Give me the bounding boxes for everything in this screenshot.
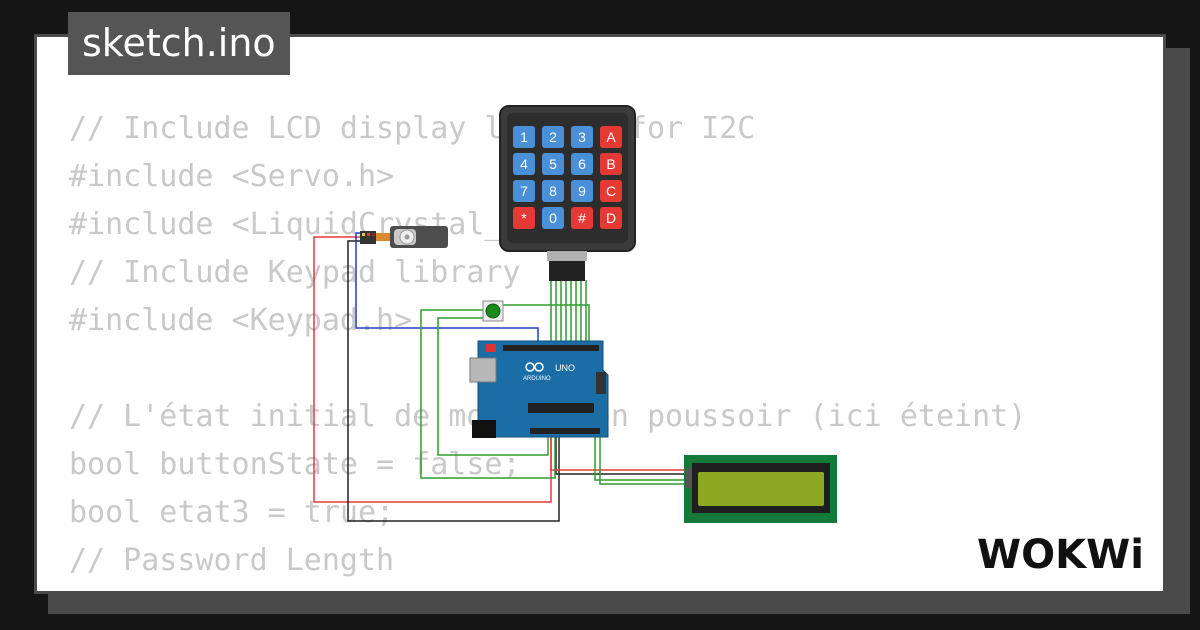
keypad-key-label: 0 [549, 210, 557, 226]
wire-green-button-c [502, 304, 590, 347]
wire-black-lcd [555, 437, 688, 475]
keypad-key-label: 6 [578, 156, 586, 172]
wire-blue-servo [355, 232, 539, 347]
button-cap [485, 303, 501, 319]
servo-motor[interactable] [360, 226, 448, 248]
code-line: #include <Keypad.h> [69, 303, 413, 338]
icsp-header [596, 372, 606, 394]
usb-port [469, 357, 497, 383]
keypad-key-label: 5 [549, 156, 557, 172]
keypad-key-9[interactable] [571, 180, 593, 202]
keypad-key-label: 8 [549, 183, 557, 199]
analog-header [530, 428, 600, 434]
wire-green-button-b [437, 317, 549, 456]
keypad-key-label: 3 [578, 129, 586, 145]
arduino-pcb [477, 340, 609, 438]
keypad-key-label: D [606, 210, 616, 226]
keypad-key-2[interactable] [542, 126, 564, 148]
keypad-header-pins [549, 261, 585, 281]
servo-connector [360, 231, 376, 244]
keypad-key-3[interactable] [571, 126, 593, 148]
keypad-key-label: 2 [549, 129, 557, 145]
keypad-key-A[interactable] [600, 126, 622, 148]
reset-button[interactable] [486, 344, 496, 352]
keypad-key-label: # [578, 210, 586, 226]
push-button[interactable] [482, 300, 504, 322]
keypad-key-label: B [606, 156, 615, 172]
keypad-key-D[interactable] [600, 207, 622, 229]
wires [313, 232, 688, 522]
wire-black-servo [347, 240, 560, 522]
code-line: bool etat3 = true; [69, 495, 395, 530]
arduino-uno-board[interactable]: UNO ARDUINO [469, 340, 609, 438]
keypad-key-5[interactable] [542, 153, 564, 175]
keypad-key-B[interactable] [600, 153, 622, 175]
keypad-key-4[interactable] [513, 153, 535, 175]
code-line: bool buttonState = false; [69, 447, 521, 482]
arduino-model-label: UNO [555, 363, 575, 373]
keypad-4x4[interactable]: 1 2 3 A 4 5 6 B 7 8 9 C * 0 # D [499, 105, 636, 281]
keypad-key-6[interactable] [571, 153, 593, 175]
code-line: #include <Servo.h> [69, 159, 395, 194]
wire-red-lcd [550, 437, 688, 471]
arduino-logo-icon [525, 362, 544, 372]
keypad-key-7[interactable] [513, 180, 535, 202]
wire-red-servo [313, 236, 552, 503]
wire-green-button-a [420, 309, 556, 479]
wire-green-lcd-scl [599, 437, 688, 485]
digital-header [503, 345, 599, 351]
keypad-key-label: * [521, 210, 527, 226]
keypad-keys: 1 2 3 A 4 5 6 B 7 8 9 C * 0 # D [513, 126, 622, 229]
arduino-brand-label: ARDUINO [523, 376, 551, 382]
keypad-key-8[interactable] [542, 180, 564, 202]
keypad-key-label: 1 [520, 129, 528, 145]
atmega-chip [528, 403, 594, 413]
keypad-connector-base [547, 251, 587, 261]
keypad-key-#[interactable] [571, 207, 593, 229]
keypad-key-label: 7 [520, 183, 528, 199]
lcd-i2c-pins [686, 468, 692, 488]
keypad-key-label: 9 [578, 183, 586, 199]
code-line: // Include Keypad library [69, 255, 521, 290]
keypad-key-label: 4 [520, 156, 528, 172]
lcd-display[interactable] [684, 455, 837, 523]
wokwi-logo: WOKWi [977, 532, 1144, 578]
keypad-key-label: A [606, 129, 616, 145]
wire-green-lcd-sda [594, 437, 688, 481]
servo-cable [376, 233, 390, 241]
keypad-key-label: C [606, 183, 616, 199]
code-line: // Password Length [69, 543, 395, 578]
keypad-key-0[interactable] [542, 207, 564, 229]
file-tab[interactable]: sketch.ino [68, 12, 290, 75]
wokwi-logo-text: WOKWi [977, 532, 1144, 578]
power-jack [472, 420, 496, 438]
keypad-key-*[interactable] [513, 207, 535, 229]
lcd-screen [698, 472, 824, 506]
keypad-key-C[interactable] [600, 180, 622, 202]
keypad-key-1[interactable] [513, 126, 535, 148]
